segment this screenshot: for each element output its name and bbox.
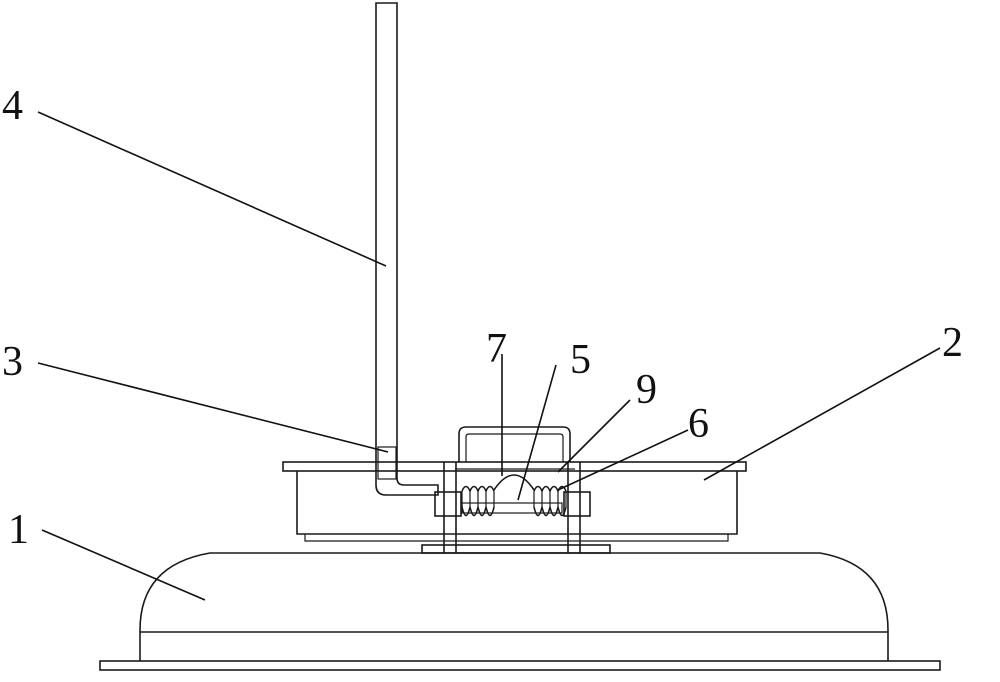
base-dome-shell — [140, 553, 888, 661]
tray-bottom-lip — [305, 534, 728, 541]
coil-spring-left — [462, 487, 494, 516]
left-clamp — [435, 492, 461, 516]
base-plate — [100, 661, 940, 670]
handle-outer — [459, 427, 570, 462]
bracket-handle — [459, 427, 570, 462]
leader-2 — [704, 348, 940, 480]
leader-5 — [518, 365, 556, 500]
label-base: 1 — [8, 507, 29, 553]
leader-1 — [42, 530, 205, 600]
rod-outline — [376, 3, 438, 495]
label-bracket: 9 — [636, 367, 657, 413]
handle-inner — [466, 434, 563, 462]
base-dome — [100, 553, 940, 670]
label-rod: 4 — [2, 83, 23, 129]
leader-3 — [38, 363, 388, 452]
right-post — [568, 462, 580, 553]
spring-center-arc — [494, 475, 534, 490]
reference-numerals: 4 3 1 2 7 5 9 6 — [2, 83, 963, 553]
label-spring-left: 7 — [486, 326, 507, 372]
left-post — [444, 462, 456, 553]
label-spring-center: 5 — [570, 337, 591, 383]
label-spring-right: 6 — [688, 401, 709, 447]
tray-foot-plate — [422, 545, 610, 553]
leader-4 — [38, 112, 386, 266]
tray-rim — [283, 462, 746, 471]
coil-spring-right — [534, 487, 566, 516]
label-tray: 2 — [942, 320, 963, 366]
vertical-rod — [376, 3, 438, 495]
label-rod-foot: 3 — [2, 339, 23, 385]
leader-6 — [558, 430, 688, 490]
